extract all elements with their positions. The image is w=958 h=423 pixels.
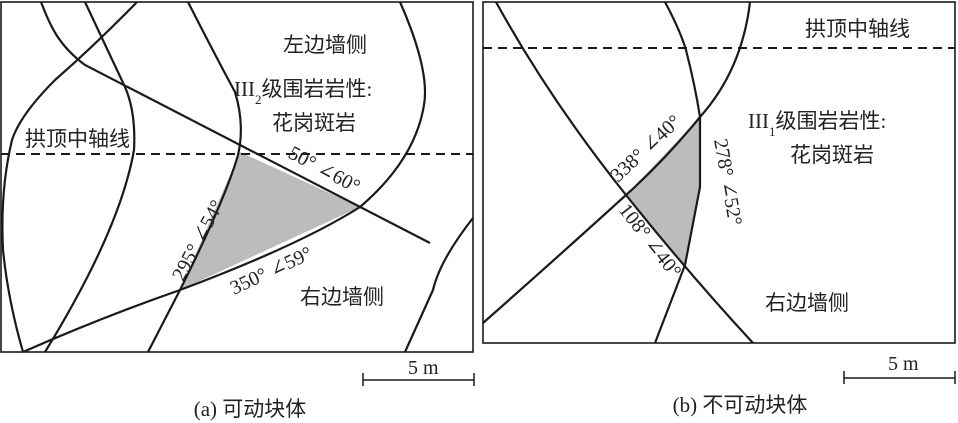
joint-trace [44, 1, 136, 353]
right-wall-label: 右边墙侧 [765, 291, 849, 315]
joint-295-54 [147, 1, 242, 353]
panel-a: 左边墙侧 III2级围岩岩性: 花岗斑岩 拱顶中轴线 50° ∠60° 295°… [0, 1, 475, 421]
joint-278-52 [653, 1, 702, 344]
left-wall-label: 左边墙侧 [283, 33, 367, 57]
caption-a: (a) 可动块体 [194, 397, 307, 421]
rock-class-label: III1级围岩岩性: [748, 109, 886, 139]
joint-350-59 [22, 1, 427, 354]
scale-label: 5 m [408, 357, 439, 379]
crown-axis-label: 拱顶中轴线 [25, 127, 130, 151]
scale-label: 5 m [888, 353, 919, 375]
caption-b: (b) 不可动块体 [673, 393, 808, 417]
crown-axis-label: 拱顶中轴线 [805, 17, 910, 41]
panel-b-frame [482, 1, 956, 344]
joint-50-60 [39, 1, 431, 244]
rock-class-label: III2级围岩岩性: [234, 77, 372, 107]
scale-bar [843, 371, 956, 384]
rock-type-label: 花岗斑岩 [790, 143, 874, 167]
rock-type-label: 花岗斑岩 [272, 111, 356, 135]
right-wall-label: 右边墙侧 [300, 285, 384, 309]
joint-trace [403, 217, 474, 353]
panel-a-frame [0, 1, 474, 353]
joint-2-label: 278° ∠52° [709, 137, 746, 227]
joint-trace [1, 1, 138, 353]
panel-b: 拱顶中轴线 III1级围岩岩性: 花岗斑岩 338° ∠40° 278° ∠52… [482, 1, 956, 417]
joint-338-40 [482, 1, 752, 324]
immovable-block [626, 117, 700, 265]
scale-bar [362, 373, 475, 386]
movable-block [180, 152, 360, 290]
